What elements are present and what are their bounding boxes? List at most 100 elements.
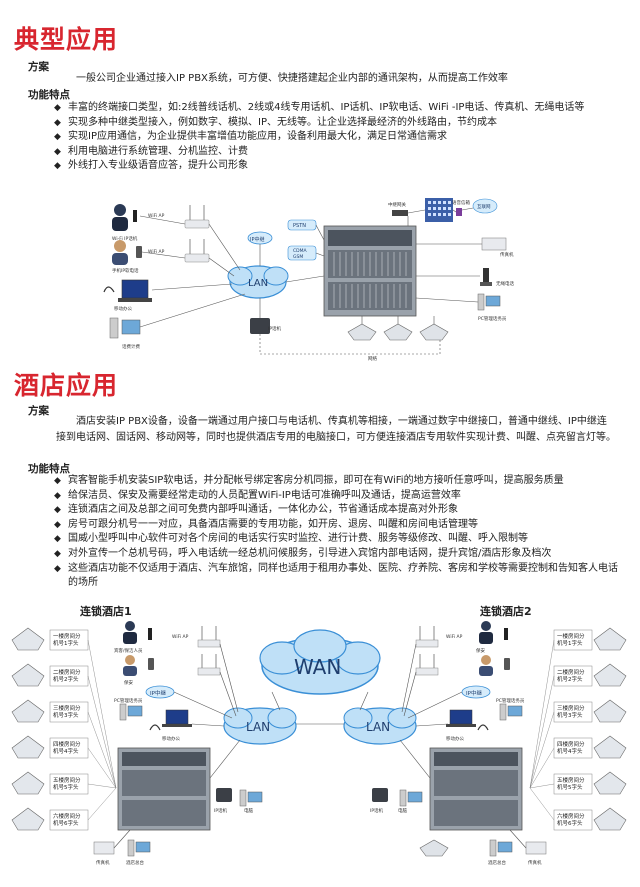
net-label: 网络 <box>368 355 377 362</box>
section-title-typical: 典型应用 <box>14 25 119 54</box>
front-desk-right: 酒店总台 <box>488 859 506 866</box>
feature-item: ◆宾客智能手机安装SIP软电话，并分配帐号绑定客房分机同振，即可在有WiFi的地… <box>54 474 624 489</box>
internet-label: 互联网 <box>477 203 491 210</box>
bullet-icon: ◆ <box>54 519 61 530</box>
feature-item: ◆国威小型呼叫中心软件可对各个房间的电话实行实时监控、进行计费、服务等级修改、叫… <box>54 532 624 547</box>
person-icon <box>479 655 493 676</box>
billing-label: 话费计费 <box>122 343 140 350</box>
connection-line <box>529 783 555 789</box>
pbx-rack-left <box>117 747 211 831</box>
room-label: 三楼房间分机号3字头 <box>53 704 81 719</box>
scheme-heading-2: 方案 <box>28 405 49 417</box>
computer-icon <box>127 839 151 857</box>
fax-right: 传真机 <box>528 859 542 866</box>
person-icon <box>112 240 128 265</box>
room-phone-icon <box>593 627 627 651</box>
desk-phone-icon <box>372 788 388 802</box>
lan-label-right: LAN <box>366 720 390 734</box>
computer-icon <box>239 789 263 807</box>
feature-item: ◆连锁酒店之间及总部之间可免费内部呼叫通话，一体化办公，节省通话成本提高对外形象 <box>54 503 624 518</box>
features-heading: 功能特点 <box>28 89 70 101</box>
room-label: 四楼房间分机号4字头 <box>53 740 81 755</box>
wifi-phone-icon <box>133 210 137 222</box>
mobile-office-left: 移动办公 <box>162 735 180 742</box>
front-desk-left: 酒店总台 <box>126 859 144 866</box>
section-title-hotel: 酒店应用 <box>14 371 119 400</box>
ip-relay-label-left: IP中继 <box>150 689 166 697</box>
room-phone-icon <box>11 735 45 759</box>
person-icon <box>123 621 137 644</box>
hotel-network-diagram: 一楼房间分机号1字头二楼房间分机号2字头三楼房间分机号3字头四楼房间分机号4字头… <box>11 621 627 866</box>
person-icon <box>479 621 493 644</box>
person-icon <box>123 655 137 676</box>
smartphone-icon <box>136 246 142 258</box>
ip-phone-left: IP话机 <box>214 807 228 814</box>
room-label-box <box>553 737 593 759</box>
bullet-icon: ◆ <box>54 476 61 486</box>
patch-panel-icon <box>425 198 453 222</box>
room-label: 五楼房间分机号5字头 <box>53 776 81 791</box>
voice-label: 语音信箱 <box>452 199 470 206</box>
connection-line <box>87 747 117 789</box>
lan-cloud <box>227 265 289 299</box>
connection-line <box>529 711 555 789</box>
scheme-text-2: 酒店安装IP PBX设备，设备一端通过用户接口与电话机、传真机等相接，一端通过数… <box>56 416 616 443</box>
desk-phone-icon <box>419 323 449 341</box>
room-label-box <box>49 701 89 723</box>
fax-left: 传真机 <box>96 859 110 866</box>
room-label: 五楼房间分机号5字头 <box>557 776 585 791</box>
computer-left: 电脑 <box>244 807 253 814</box>
bullet-icon: ◆ <box>54 505 61 516</box>
cordless-phone-icon <box>480 268 492 286</box>
desk-phone-icon <box>216 788 232 802</box>
room-label: 三楼房间分机号3字头 <box>557 704 585 719</box>
feature-text: 给保洁员、保安及需要经常走动的人员配置WiFi-IP电话可准确呼叫及通话，提高运… <box>68 489 461 501</box>
ip-phone-right: IP话机 <box>370 807 384 814</box>
feature-item: ◆外线打入专业级语音应答，提升公司形象 <box>54 159 624 174</box>
room-label-box <box>553 773 593 795</box>
internet-cloud <box>472 198 498 214</box>
person-icon <box>112 204 128 231</box>
connection-line <box>529 639 555 789</box>
bullet-icon: ◆ <box>54 490 61 501</box>
features-heading-2: 功能特点 <box>28 463 70 475</box>
headset-icon <box>103 286 115 293</box>
wifi-phone-icon <box>504 628 508 640</box>
connection-line <box>529 675 555 789</box>
feature-item: ◆丰富的终端接口类型，如:2线普线话机、2线或4线专用话机、IP话机、IP软电话… <box>54 101 624 116</box>
room-phone-icon <box>11 627 45 651</box>
room-label-box <box>49 809 89 831</box>
feature-text: 实现IP应用通信，为企业提供丰富增值功能应用，设备利用最大化，满足日常通信需求 <box>68 131 447 143</box>
smartphone-icon <box>504 658 510 670</box>
guest-label-right: 保安 <box>476 647 485 654</box>
room-label: 六楼房间分机号6字头 <box>53 812 81 827</box>
room-label: 六楼房间分机号6字头 <box>557 812 585 827</box>
room-label-box <box>553 665 593 687</box>
room-label-box <box>49 629 89 651</box>
wifi-ap-icon <box>415 626 439 648</box>
feature-text: 国威小型呼叫中心软件可对各个房间的电话实行实时监控、进行计费、服务等级修改、叫醒… <box>68 533 528 545</box>
pbx-rack <box>323 225 417 317</box>
feature-text: 房号可跟分机号一一对应，具备酒店需要的专用功能，如开房、退房、叫醒和房间电话管理… <box>68 518 478 530</box>
features-list: ◆丰富的终端接口类型，如:2线普线话机、2线或4线专用话机、IP话机、IP软电话… <box>54 101 624 174</box>
bullet-icon: ◆ <box>54 103 61 113</box>
fax-icon <box>481 237 507 251</box>
pc-label-left: PC管理话务员 <box>114 697 143 704</box>
room-phones-left: 一楼房间分机号1字头二楼房间分机号2字头三楼房间分机号3字头四楼房间分机号4字头… <box>11 627 117 831</box>
feature-item: ◆实现IP应用通信，为企业提供丰富增值功能应用，设备利用最大化，满足日常通信需求 <box>54 130 624 145</box>
dedicated-label: PC管理话务员 <box>478 315 507 322</box>
wifi-label-left: WiFi AP <box>172 634 189 640</box>
desk-phone-icon <box>347 323 377 341</box>
feature-item: ◆对外宣传一个总机号码，呼入电话统一经总机问候服务，引导进入宾馆内部电话网，提升… <box>54 547 624 562</box>
pc-label-right: PC管理话务员 <box>496 697 525 704</box>
room-label-box <box>49 773 89 795</box>
computer-icon <box>489 839 513 857</box>
room-phone-icon <box>593 663 627 687</box>
bullet-icon: ◆ <box>54 563 61 574</box>
mobile-label: 手机IP软电话 <box>112 267 139 274</box>
ip-phone-label: Wi-Fi IP话机 <box>112 235 138 242</box>
guest-label: 宾客/保洁人员 <box>114 647 143 654</box>
wifi-label-2: WiFi AP <box>148 249 165 255</box>
feature-text: 这些酒店功能不仅适用于酒店、汽车旅馆，同样也适用于租用办事处、医院、疗养院、客房… <box>68 562 618 589</box>
room-phone-icon <box>11 699 45 723</box>
